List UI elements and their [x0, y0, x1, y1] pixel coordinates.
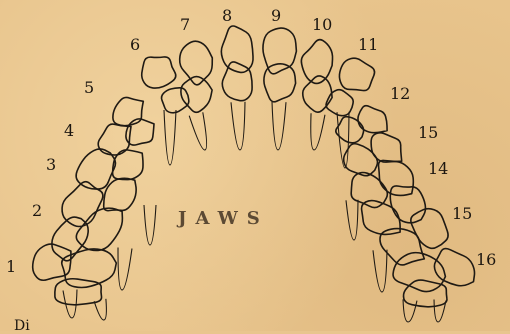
- right-tooth-2: [358, 106, 387, 133]
- incisor-lower-4: [303, 76, 332, 112]
- tooth-number-11: 11: [358, 35, 378, 54]
- canine-crown-left: [142, 57, 176, 88]
- caption-fragment: Di: [14, 318, 30, 334]
- tooth-number-3: 3: [46, 155, 56, 174]
- tooth-number-2: 2: [32, 201, 42, 220]
- incisor-root-4: [311, 113, 325, 150]
- tooth-number-8: 8: [222, 6, 232, 25]
- incisor-crown-2: [221, 26, 253, 72]
- right-tooth-1: [336, 117, 364, 143]
- tooth-number-5: 5: [84, 78, 94, 97]
- canine-base-left: [162, 88, 189, 113]
- jaws-stamp-label: JAWS: [178, 208, 269, 229]
- incisor-lower-2: [222, 62, 252, 101]
- right-tooth-7: [390, 186, 425, 223]
- right-tooth-11: [434, 249, 474, 286]
- incisor-crown-3: [263, 28, 296, 74]
- tooth-number-16: 16: [476, 250, 496, 269]
- left-tooth-1: [113, 97, 143, 125]
- left-tooth-12: [55, 279, 102, 305]
- left-tooth-5: [113, 150, 143, 180]
- tooth-number-15-lower: 15: [452, 204, 472, 223]
- tooth-number-9: 9: [271, 6, 281, 25]
- tooth-number-1: 1: [6, 257, 16, 276]
- left-root-2: [118, 248, 132, 291]
- incisor-root-1: [189, 112, 206, 150]
- right-tooth-9: [411, 209, 448, 249]
- canine-crown-right: [339, 58, 374, 90]
- tooth-number-6: 6: [130, 35, 140, 54]
- tooth-number-10: 10: [312, 15, 332, 34]
- right-tooth-13: [404, 280, 447, 307]
- left-root-1: [144, 205, 156, 245]
- canine-root-left: [164, 110, 176, 165]
- incisor-root-3: [272, 102, 286, 150]
- right-root-3: [403, 299, 417, 322]
- right-root-1: [346, 200, 358, 240]
- right-root-2: [373, 250, 387, 292]
- left-root-3: [63, 290, 77, 319]
- tooth-number-4: 4: [64, 121, 74, 140]
- right-tooth-5: [379, 160, 414, 195]
- incisor-crown-1: [180, 41, 213, 85]
- incisor-root-2: [231, 102, 245, 150]
- tooth-number-labels: 1 2 3 4 5 6 7 8 9 10 11 12 15 14 15 16: [6, 6, 496, 276]
- tooth-number-7: 7: [180, 15, 190, 34]
- teeth-group: [33, 26, 475, 322]
- tooth-number-15-upper: 15: [418, 123, 438, 142]
- tooth-number-14: 14: [428, 159, 448, 178]
- right-tooth-4: [344, 144, 378, 176]
- tooth-number-12: 12: [390, 84, 410, 103]
